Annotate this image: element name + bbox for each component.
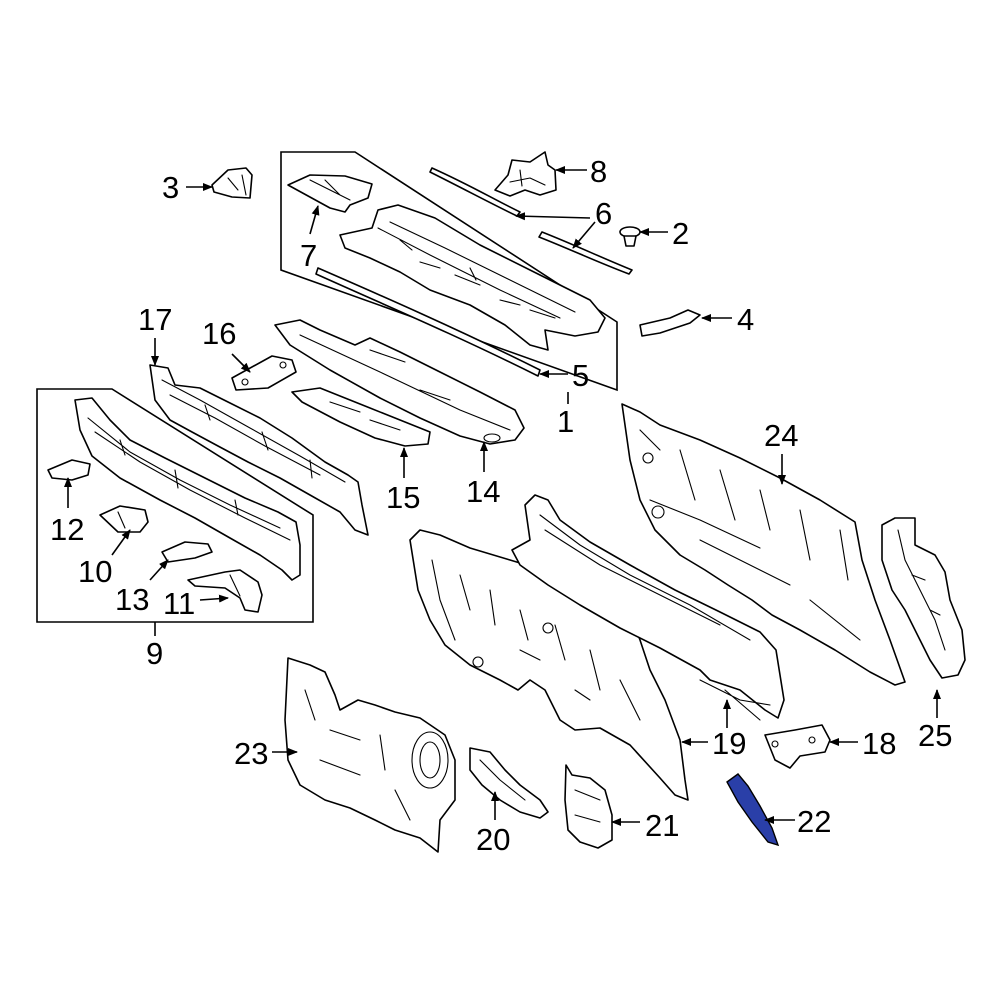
callout-23: 23 (234, 736, 268, 771)
part-24-insulator (621, 403, 906, 686)
part-15-reinforcement (291, 387, 431, 447)
callout-8: 8 (590, 154, 607, 189)
part-3-bracket (211, 167, 253, 199)
callout-13: 13 (115, 582, 149, 617)
callout-10: 10 (78, 554, 112, 589)
part-9-cross-member (74, 397, 301, 581)
part-22-highlighted (726, 773, 780, 847)
part-2-clip (619, 226, 641, 247)
callout-17: 17 (138, 302, 172, 337)
group-box-9 (36, 388, 314, 623)
part-16-bracket (231, 355, 297, 391)
callout-21: 21 (645, 808, 679, 843)
callout-15: 15 (386, 480, 420, 515)
callout-3: 3 (162, 170, 179, 205)
callout-6: 6 (595, 196, 612, 231)
group-box-1 (280, 151, 618, 392)
callout-16: 16 (202, 316, 236, 351)
part-10-bracket (99, 505, 149, 533)
callout-14: 14 (466, 474, 500, 509)
callout-9: 9 (146, 636, 163, 671)
callout-4: 4 (737, 302, 754, 337)
part-21-bracket (564, 764, 613, 849)
part-11-bracket (187, 569, 263, 613)
part-7-panel (287, 174, 373, 213)
part-4-bracket (639, 309, 701, 337)
callout-12: 12 (50, 512, 84, 547)
part-23-insulator (284, 657, 456, 853)
part-12-bracket (47, 459, 91, 481)
part-25-bracket (881, 517, 966, 679)
callout-20: 20 (476, 822, 510, 857)
leader-lines (64, 166, 941, 826)
callouts: 1 2 3 4 5 6 7 8 9 10 11 12 13 14 15 16 1… (50, 154, 952, 857)
part-cowl-top-panel (339, 204, 606, 351)
part-18-bracket (764, 724, 831, 769)
callout-2: 2 (672, 216, 689, 251)
callout-1: 1 (557, 404, 574, 439)
callout-24: 24 (764, 418, 798, 453)
callout-18: 18 (862, 726, 896, 761)
callout-7: 7 (300, 238, 317, 273)
callout-19: 19 (712, 726, 746, 761)
part-5-seal (315, 267, 541, 377)
callout-5: 5 (572, 358, 589, 393)
callout-22: 22 (797, 804, 831, 839)
part-8-bracket (494, 151, 557, 197)
part-14-panel (274, 319, 525, 445)
part-13-bracket (161, 541, 213, 563)
part-20-bracket (469, 747, 549, 819)
callout-11: 11 (163, 586, 195, 621)
part-6-seals (429, 167, 633, 275)
part-cowl-cross-panel (511, 494, 785, 721)
part-17-cross-member (149, 364, 369, 536)
callout-25: 25 (918, 718, 952, 753)
